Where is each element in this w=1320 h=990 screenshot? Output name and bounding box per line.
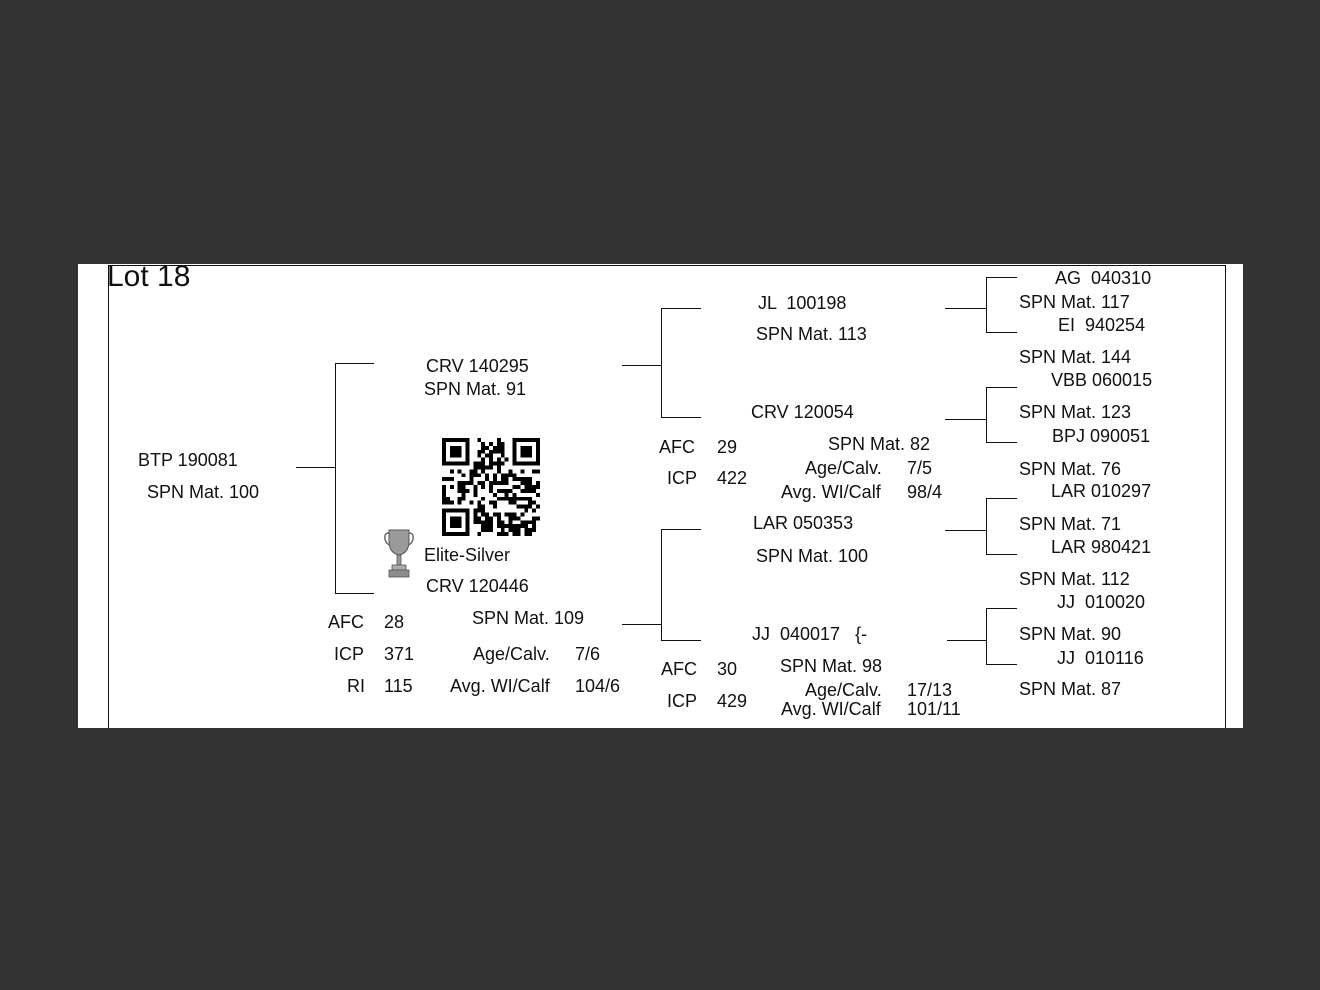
gen3-id: AG 040310: [1055, 268, 1152, 288]
dam-id: CRV 120446: [426, 576, 529, 596]
dam-icp-label: ICP: [334, 644, 365, 664]
gen3-id: JJ 010020: [1057, 592, 1146, 612]
sd-afc-value: 29: [717, 437, 738, 457]
sd-afc-label: AFC: [659, 437, 695, 457]
qr-code[interactable]: [442, 438, 540, 536]
dam-wi-label: Avg. WI/Calf: [450, 676, 550, 696]
pedigree-card: [78, 264, 1243, 728]
dd-afc-value: 30: [717, 659, 738, 679]
gen3-spn: SPN Mat. 123: [1019, 402, 1132, 422]
gen3-id: LAR 010297: [1051, 481, 1152, 501]
gen3-id: BPJ 090051: [1052, 426, 1151, 446]
sd-spn: SPN Mat. 82: [828, 434, 931, 454]
dd-wi-value: 101/11: [907, 699, 961, 719]
dd-icp-label: ICP: [667, 691, 698, 711]
gen3-id: LAR 980421: [1051, 537, 1152, 557]
gen3-id: JJ 010116: [1057, 648, 1144, 668]
trophy-icon: [384, 529, 414, 578]
sd-wi-label: Avg. WI/Calf: [781, 482, 881, 502]
dd-age-value: 17/13: [907, 680, 953, 700]
sd-id: CRV 120054: [751, 402, 854, 422]
sd-age-label: Age/Calv.: [805, 458, 882, 478]
dam-ri-value: 115: [384, 676, 413, 696]
dam-age-label: Age/Calv.: [473, 644, 550, 664]
gen3-id: VBB 060015: [1051, 370, 1153, 390]
dd-wi-label: Avg. WI/Calf: [781, 699, 881, 719]
dam-afc-label: AFC: [328, 612, 364, 632]
sire-spn: SPN Mat. 91: [424, 379, 527, 399]
gen3-spn: SPN Mat. 144: [1019, 347, 1132, 367]
ds-spn: SPN Mat. 100: [756, 546, 869, 566]
dd-age-label: Age/Calv.: [805, 680, 882, 700]
dd-afc-label: AFC: [661, 659, 697, 679]
gen3-spn: SPN Mat. 117: [1019, 292, 1130, 312]
frame-top: [108, 265, 1225, 266]
sd-icp-label: ICP: [667, 468, 698, 488]
dam-age-value: 7/6: [575, 644, 601, 664]
frame-left: [108, 265, 109, 728]
animal-spn: SPN Mat. 100: [147, 482, 260, 502]
award-label: Elite-Silver: [424, 545, 511, 565]
animal-id: BTP 190081: [138, 450, 238, 470]
gen3-id: EI 940254: [1058, 315, 1146, 335]
gen3-spn: SPN Mat. 71: [1019, 514, 1122, 534]
dam-wi-value: 104/6: [575, 676, 621, 696]
gen3-spn: SPN Mat. 76: [1019, 459, 1122, 479]
sd-wi-value: 98/4: [907, 482, 943, 502]
dam-afc-value: 28: [384, 612, 405, 632]
dd-icp-value: 429: [717, 691, 748, 711]
ds-id: LAR 050353: [753, 513, 854, 533]
dam-ri-label: RI: [347, 676, 365, 696]
ss-id: JL 100198: [758, 293, 847, 313]
ss-spn: SPN Mat. 113: [756, 324, 867, 344]
lot-title: Lot 18: [107, 260, 191, 293]
sd-age-value: 7/5: [907, 458, 933, 478]
gen3-spn: SPN Mat. 87: [1019, 679, 1122, 699]
gen3-spn: SPN Mat. 112: [1019, 569, 1130, 589]
dd-id: JJ 040017 {-: [752, 624, 868, 644]
gen3-spn: SPN Mat. 90: [1019, 624, 1122, 644]
dam-spn: SPN Mat. 109: [472, 608, 585, 628]
frame-right: [1225, 265, 1226, 728]
sd-icp-value: 422: [717, 468, 748, 488]
dam-icp-value: 371: [384, 644, 415, 664]
sire-id: CRV 140295: [426, 356, 529, 376]
dd-spn: SPN Mat. 98: [780, 656, 883, 676]
